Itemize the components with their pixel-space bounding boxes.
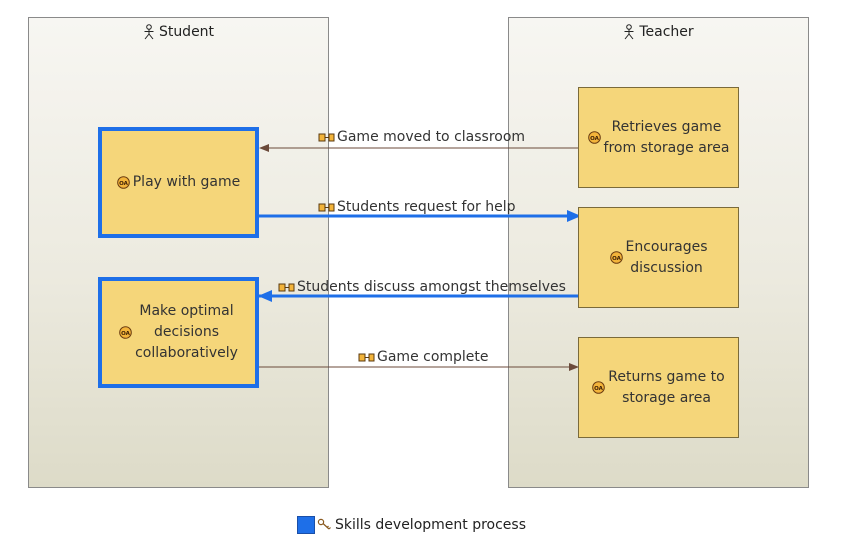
activity-label-line: Encourages — [625, 238, 708, 255]
interaction-exchange-icon — [318, 203, 335, 211]
interaction-exchange-icon — [278, 283, 295, 291]
student-lane-title: Student — [158, 24, 215, 40]
activity-make-optimal-decisions[interactable]: OA Make optimal decisions collaborativel… — [98, 277, 259, 388]
process-key-icon — [317, 518, 331, 530]
operational-activity-icon: OA — [587, 131, 601, 144]
operational-activity-icon: OA — [116, 176, 130, 189]
actor-icon — [144, 24, 154, 40]
edge-label-text: Students discuss amongst themselves — [297, 279, 566, 295]
svg-text:OA: OA — [590, 136, 600, 142]
activity-label-line: discussion — [630, 259, 703, 276]
svg-text:OA: OA — [612, 256, 622, 262]
interaction-exchange-icon — [358, 353, 375, 361]
operational-activity-icon: OA — [609, 251, 623, 264]
operational-activity-icon: OA — [592, 381, 606, 394]
activity-label-line: from storage area — [603, 139, 730, 156]
activity-label-line: decisions — [153, 324, 219, 340]
actor-icon — [624, 24, 634, 40]
activity-label-line: storage area — [622, 389, 711, 406]
activity-label-line: Make optimal — [139, 303, 234, 319]
edge-label-text: Students request for help — [337, 199, 516, 215]
student-lane: Student — [28, 17, 329, 488]
interaction-exchange-icon — [318, 133, 335, 141]
legend-label: Skills development process — [335, 517, 527, 533]
edge-label-text: Game complete — [377, 349, 489, 365]
svg-text:OA: OA — [121, 331, 131, 337]
teacher-lane-header: Teacher — [509, 24, 808, 40]
activity-returns-game[interactable]: OA Returns game to storage area — [578, 337, 739, 438]
activity-label-line: Returns game to — [608, 368, 725, 385]
edge-label-discuss[interactable]: Students discuss amongst themselves — [278, 279, 566, 295]
operational-activity-icon: OA — [119, 326, 132, 339]
activity-label-line: Retrieves game — [611, 118, 722, 135]
activity-retrieves-game[interactable]: OA Retrieves game from storage area — [578, 87, 739, 188]
edge-label-game-complete[interactable]: Game complete — [358, 349, 489, 365]
teacher-lane-title: Teacher — [639, 24, 694, 40]
edge-label-text: Game moved to classroom — [337, 129, 526, 145]
edge-label-request-help[interactable]: Students request for help — [318, 199, 516, 215]
legend-swatch — [297, 516, 315, 534]
svg-text:OA: OA — [594, 386, 604, 392]
activity-label: Play with game — [132, 174, 241, 190]
edge-label-game-moved[interactable]: Game moved to classroom — [318, 129, 525, 145]
svg-text:OA: OA — [119, 181, 129, 187]
legend: Skills development process — [297, 516, 526, 534]
activity-label-line: collaboratively — [135, 345, 238, 361]
activity-encourages-discussion[interactable]: OA Encourages discussion — [578, 207, 739, 308]
activity-play-with-game[interactable]: OA Play with game — [98, 127, 259, 238]
student-lane-header: Student — [29, 24, 328, 40]
